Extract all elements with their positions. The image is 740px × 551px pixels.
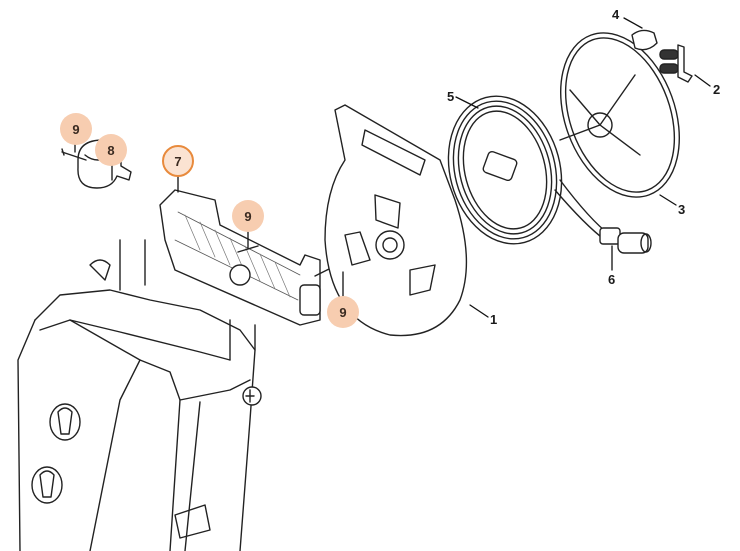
label-part-5[interactable]: 5	[447, 89, 455, 104]
label-part-6[interactable]: 6	[608, 272, 616, 287]
part-7-bracket[interactable]	[159, 189, 321, 326]
callout-part-9-a[interactable]: 9	[60, 113, 92, 145]
callout-part-7-selected[interactable]: 7	[162, 145, 194, 177]
label-part-3[interactable]: 3	[678, 202, 686, 217]
machine-body	[17, 239, 262, 551]
part-3-drum[interactable]	[539, 16, 701, 213]
label-part-2[interactable]: 2	[713, 82, 721, 97]
part-5-hose[interactable]	[432, 83, 611, 256]
callout-part-9-c[interactable]: 9	[327, 296, 359, 328]
part-6-coupling[interactable]	[599, 227, 652, 254]
part-9-screw-a[interactable]	[61, 148, 87, 161]
part-4-knob[interactable]	[631, 29, 658, 51]
callout-part-9-b[interactable]: 9	[232, 200, 264, 232]
label-part-1[interactable]: 1	[490, 312, 498, 327]
part-2-clip[interactable]	[659, 44, 693, 83]
label-part-4[interactable]: 4	[612, 7, 620, 22]
callout-part-8[interactable]: 8	[95, 134, 127, 166]
part-9-screw-b[interactable]	[237, 245, 259, 253]
leader-lines	[74, 17, 711, 318]
part-1-housing[interactable]	[324, 104, 468, 337]
